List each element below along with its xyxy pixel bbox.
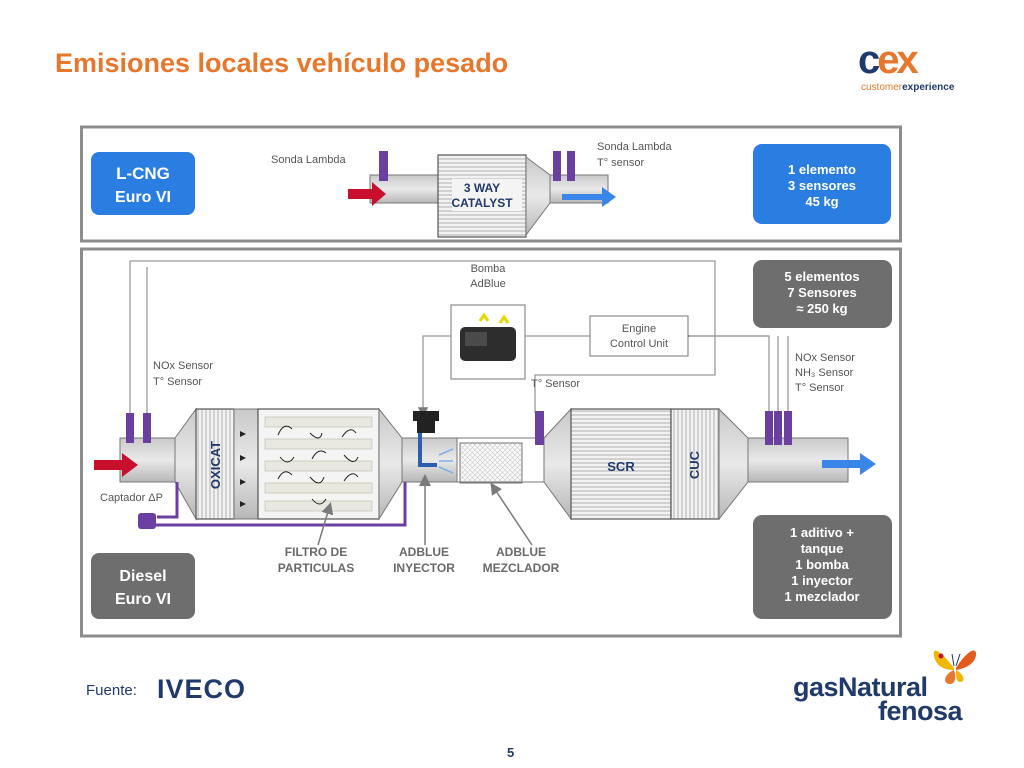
diesel-sensors [126, 411, 792, 445]
lcng-lambda-sensor-left [379, 151, 388, 181]
lcng-summary: 1 elemento 3 sensores 45 kg [753, 144, 891, 224]
lcng-inlet-arrow [348, 182, 386, 206]
inyector-label-1: ADBLUE [399, 545, 449, 559]
bomba-label-2: AdBlue [470, 278, 505, 290]
svg-text:Diesel: Diesel [119, 568, 166, 585]
svg-text:45 kg: 45 kg [805, 194, 838, 209]
adblue-mixer-module [459, 442, 523, 484]
lcng-sonda-lambda-label: Sonda Lambda [271, 154, 346, 166]
adblue-pump [450, 304, 526, 380]
page-number: 5 [507, 745, 515, 760]
adblue-injector [413, 411, 454, 474]
lcng-sensors-right [553, 151, 575, 181]
sensor-wiring [129, 260, 789, 418]
bomba-label-1: Bomba [471, 263, 507, 275]
diesel-outlet-arrow [822, 453, 876, 475]
svg-text:1 elemento: 1 elemento [788, 162, 856, 177]
filtro-pointer [317, 502, 334, 546]
filtro-label-1: FILTRO DE [285, 545, 347, 559]
nox-right-label-1: NOx Sensor [795, 352, 855, 364]
t-sensor-mid-label: T° Sensor [531, 378, 580, 390]
svg-text:L-CNG: L-CNG [116, 164, 170, 183]
svg-text:1 mezclador: 1 mezclador [784, 589, 859, 604]
diesel-summary-top: 5 elementos 7 Sensores ≈ 250 kg [753, 260, 892, 328]
iveco-logo: IVECO [157, 674, 246, 702]
svg-text:Control Unit: Control Unit [610, 338, 668, 350]
nox-right-label-2: NH₃ Sensor [795, 367, 854, 379]
gas-natural-fenosa-logo: gasNatural fenosa [790, 640, 990, 730]
lcng-sonda-right-label-1: Sonda Lambda [597, 141, 672, 153]
svg-text:7 Sensores: 7 Sensores [787, 285, 856, 300]
nox-right-label-3: T° Sensor [795, 382, 844, 394]
lcng-sonda-right-label-2: T° sensor [597, 157, 645, 169]
cex-logo: cex customerexperience [858, 38, 955, 93]
svg-text:Euro VI: Euro VI [115, 591, 171, 608]
diesel-inlet-arrow [94, 453, 138, 477]
svg-text:1 aditivo +: 1 aditivo + [790, 525, 854, 540]
filter-channels [240, 416, 373, 512]
diesel-exhaust-assembly [119, 407, 849, 521]
diesel-badge: Diesel Euro VI [91, 553, 195, 619]
lcng-exhaust-assembly: 3 WAY CATALYST [369, 154, 609, 238]
source-label: Fuente: [86, 682, 137, 699]
svg-text:1 inyector: 1 inyector [791, 573, 852, 588]
nox-left-label-2: T° Sensor [153, 376, 202, 388]
engine-control-unit: Engine Control Unit [589, 315, 689, 357]
filtro-label-2: PARTICULAS [278, 561, 354, 575]
inyector-label-2: INYECTOR [393, 561, 455, 575]
svg-text:5 elementos: 5 elementos [784, 269, 859, 284]
oxicat-module [195, 408, 235, 520]
lcng-outlet-arrow [562, 187, 616, 207]
delta-p-sensor [138, 482, 407, 529]
svg-text:3 sensores: 3 sensores [788, 178, 856, 193]
svg-text:Euro VI: Euro VI [115, 189, 171, 206]
svg-text:tanque: tanque [801, 541, 844, 556]
scr-label: SCR [607, 459, 635, 474]
svg-text:1 bomba: 1 bomba [795, 557, 849, 572]
scr-module [570, 408, 672, 520]
nox-left-label-1: NOx Sensor [153, 360, 213, 372]
mezclador-pointer [490, 482, 533, 546]
captador-label: Captador ΔP [100, 492, 163, 504]
cuc-label: CUC [687, 450, 702, 479]
exhaust-systems-diagram: L-CNG Euro VI Sonda Lambda 3 WAY CATALYS… [80, 125, 902, 638]
oxicat-label: OXICAT [208, 441, 223, 489]
svg-text:Engine: Engine [622, 323, 656, 335]
cuc-module [670, 408, 720, 520]
svg-text:IVECO: IVECO [157, 674, 246, 702]
mezclador-label-1: ADBLUE [496, 545, 546, 559]
svg-text:CATALYST: CATALYST [451, 196, 513, 210]
svg-text:3 WAY: 3 WAY [464, 181, 500, 195]
svg-text:≈ 250 kg: ≈ 250 kg [796, 301, 847, 316]
butterfly-icon [933, 650, 976, 684]
diesel-summary-bottom: 1 aditivo + tanque 1 bomba 1 inyector 1 … [753, 515, 892, 619]
lcng-badge: L-CNG Euro VI [91, 152, 195, 215]
mezclador-label-2: MEZCLADOR [483, 561, 560, 575]
slide-title: Emisiones locales vehículo pesado [55, 48, 509, 78]
